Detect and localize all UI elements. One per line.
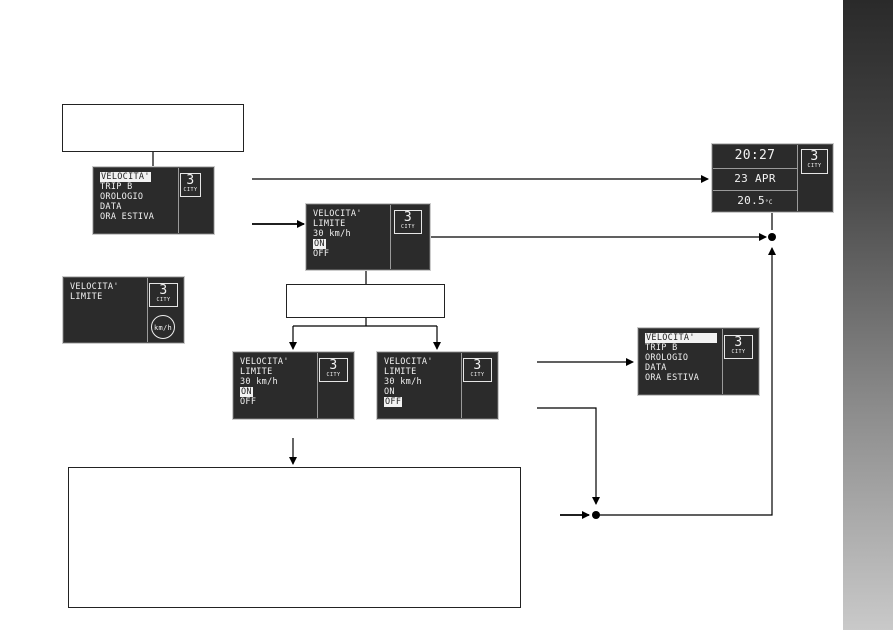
- junction-node-bottom: [592, 511, 600, 519]
- option-on-selected: ON: [313, 239, 326, 249]
- menu-item: TRIP B: [645, 343, 678, 353]
- bottom-note-box: [68, 467, 521, 608]
- lcd-line: VELOCITA': [70, 282, 119, 292]
- arrow-bottom-node-up: [596, 247, 776, 516]
- menu-item: DATA: [645, 363, 667, 373]
- lcd-menu-screen-2: VELOCITA' TRIP B OROLOGIO DATA ORA ESTIV…: [638, 328, 759, 395]
- option-off: OFF: [313, 249, 330, 259]
- lcd-line: VELOCITA': [240, 357, 289, 367]
- menu-item: OROLOGIO: [645, 353, 689, 363]
- lcd-menu-screen: VELOCITA' TRIP B OROLOGIO DATA ORA ESTIV…: [93, 167, 214, 234]
- option-on-selected: ON: [240, 387, 253, 397]
- menu-item: ORA ESTIVA: [645, 373, 700, 383]
- menu-item: OROLOGIO: [100, 192, 144, 202]
- menu-item: TRIP B: [100, 182, 133, 192]
- clock-date: 23 APR: [734, 172, 776, 185]
- menu-item-selected: VELOCITA': [645, 333, 717, 343]
- lcd-line: VELOCITA': [313, 209, 362, 219]
- lcd-line: LIMITE: [70, 292, 103, 302]
- lcd-line: VELOCITA': [384, 357, 433, 367]
- speed-unit-icon: km/h: [151, 315, 175, 339]
- lcd-line: 30 km/h: [384, 377, 422, 387]
- middle-note-box: [286, 284, 445, 318]
- top-left-note-box: [62, 104, 244, 152]
- lcd-line: 30 km/h: [313, 229, 351, 239]
- option-off: OFF: [240, 397, 257, 407]
- menu-item: DATA: [100, 202, 122, 212]
- junction-node-top: [768, 233, 776, 241]
- option-on: ON: [384, 387, 395, 397]
- lcd-line: LIMITE: [240, 367, 273, 377]
- outside-temperature: 20.5°C: [737, 194, 773, 207]
- section-side-tab: [843, 0, 893, 630]
- clock-time: 20:27: [734, 148, 776, 163]
- arrow-off-to-node: [537, 407, 600, 505]
- lcd-line: LIMITE: [384, 367, 417, 377]
- menu-item: ORA ESTIVA: [100, 212, 155, 222]
- menu-item-selected: VELOCITA': [100, 172, 151, 182]
- lcd-line: LIMITE: [313, 219, 346, 229]
- option-off-selected: OFF: [384, 397, 403, 407]
- lcd-line: 30 km/h: [240, 377, 278, 387]
